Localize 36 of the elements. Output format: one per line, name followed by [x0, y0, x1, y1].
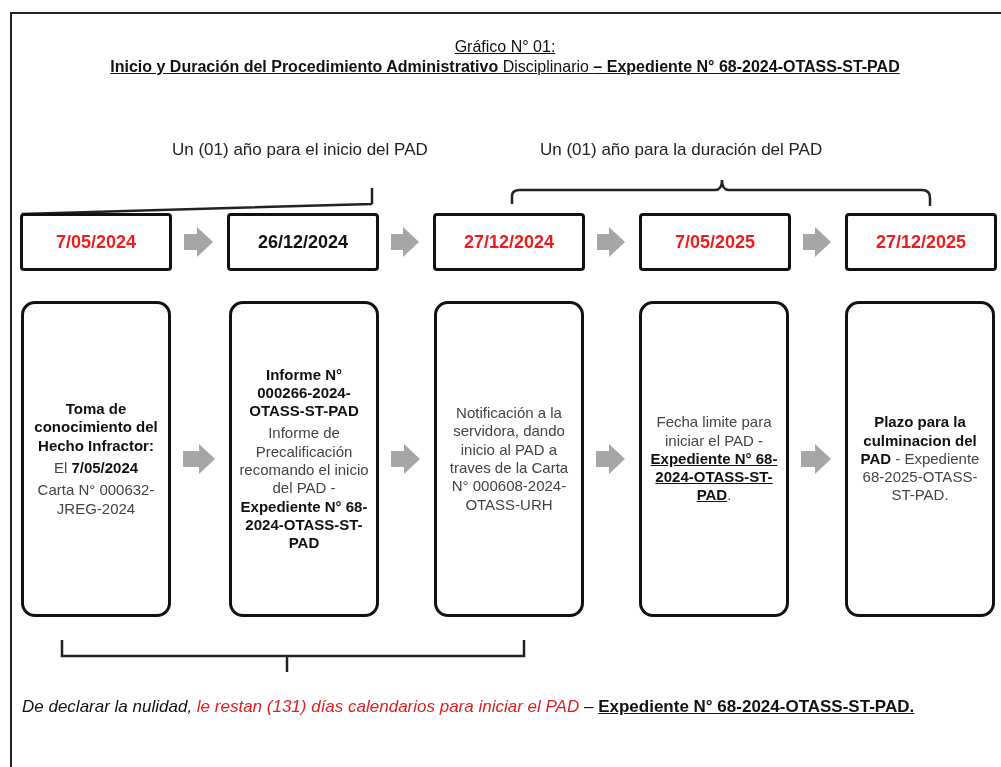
date-text: 27/12/2025 — [875, 231, 967, 253]
box-text: Informe de Precalificación recomando el inicio del PAD - Expediente N° 68-2024-OTASS-ST-PAD — [238, 424, 370, 553]
box-text: Carta N° 000632-JREG-2024 — [36, 481, 156, 518]
process-box — [639, 301, 789, 617]
brace-label: Un (01) año para la duración del PAD — [540, 140, 824, 160]
box-text: Informe N° 000266-2024-OTASS-ST-PAD — [248, 365, 360, 421]
chart-subtitle: Inicio y Duración del Procedimiento Administrativo Disciplinario – Expediente N° 68-2024-OTASS-ST-PAD — [109, 58, 901, 76]
note-text: De declarar la nulidad, le restan (131) días calendarios para iniciar el PAD – Expediente N° 68-2024-OTASS-ST-PAD. — [22, 697, 916, 718]
block-arrow — [801, 444, 831, 474]
date-box — [639, 213, 791, 271]
box-text: Toma de conocimiento del Hecho Infractor: — [33, 400, 159, 455]
box-text: Notificación a la servidora, dando inicio al PAD a traves de la Carta N° 000608-2024-OTASS-URH — [448, 404, 570, 514]
date-box — [845, 213, 997, 271]
date-box — [433, 213, 585, 271]
box-text: Fecha limite para iniciar el PAD - Expediente N° 68-2024-OTASS-ST-PAD. — [649, 413, 779, 505]
date-text: 7/05/2025 — [674, 231, 756, 253]
date-box — [227, 213, 379, 271]
process-box — [21, 301, 171, 617]
block-arrow — [597, 227, 625, 257]
box-text: El 7/05/2024 — [53, 459, 139, 478]
process-box — [434, 301, 584, 617]
block-arrow — [803, 227, 831, 257]
date-text: 26/12/2024 — [257, 231, 349, 253]
block-arrow — [596, 444, 625, 474]
date-box — [20, 213, 172, 271]
block-arrow — [184, 227, 213, 257]
brace-label: Un (01) año para el inicio del PAD — [172, 140, 429, 160]
block-arrow — [391, 444, 420, 474]
chart-title: Gráfico N° 01: — [453, 38, 557, 56]
date-text: 27/12/2024 — [463, 231, 555, 253]
block-arrow — [391, 227, 419, 257]
process-box — [229, 301, 379, 617]
block-arrow — [183, 444, 215, 474]
box-text: Plazo para la culminacion del PAD - Expediente 68-2025-OTASS-ST-PAD. — [859, 413, 981, 505]
date-text: 7/05/2024 — [55, 231, 137, 253]
process-box — [845, 301, 995, 617]
